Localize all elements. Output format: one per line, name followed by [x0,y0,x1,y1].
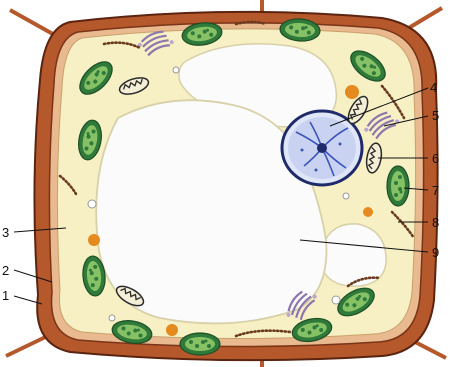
label-6: 6 [432,151,439,166]
label-7: 7 [432,183,439,198]
label-9: 9 [432,245,439,260]
label-4: 4 [430,80,437,95]
label-1: 1 [2,288,9,303]
label-2: 2 [2,263,9,278]
label-3: 3 [2,225,9,240]
label-5: 5 [432,108,439,123]
label-8: 8 [432,215,439,230]
